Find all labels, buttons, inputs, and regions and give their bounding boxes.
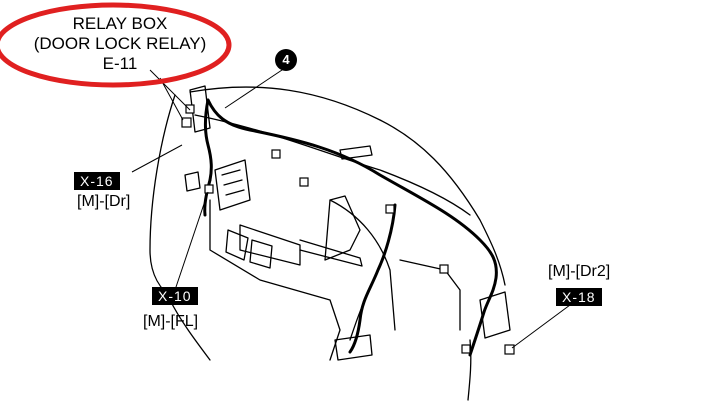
connector-block xyxy=(204,184,214,194)
connector-block xyxy=(504,344,515,355)
left-lower xyxy=(169,299,211,361)
connector-block xyxy=(299,177,309,187)
connector-label-x16: [M]-[Dr] xyxy=(77,193,131,210)
leader-x10 xyxy=(174,191,209,291)
relay-stack xyxy=(189,85,211,133)
connector-block xyxy=(185,104,195,114)
console-outline xyxy=(209,199,341,361)
bottom-plug xyxy=(334,334,373,361)
column-cover xyxy=(239,224,301,266)
connector-label-x10: [M]-[FL] xyxy=(143,313,199,330)
relay-box-line2: (DOOR LOCK RELAY) xyxy=(33,34,207,53)
harness-branch-down xyxy=(348,203,397,354)
dashboard-top-edge xyxy=(189,86,506,286)
leader-relay xyxy=(149,69,191,111)
main-harness xyxy=(206,98,498,357)
dashboard-left-edge xyxy=(149,94,176,301)
leader-x18 xyxy=(511,304,571,349)
connector-tag-x10: X-10 xyxy=(152,287,198,305)
small-module xyxy=(184,171,201,192)
harness-branch-left xyxy=(203,98,213,182)
connector-tag-x16: X-16 xyxy=(74,172,120,190)
leader-callout-4 xyxy=(224,67,286,109)
connector-block xyxy=(439,264,449,274)
connector-block xyxy=(385,204,395,214)
relay-box-line3: E-11 xyxy=(102,54,138,73)
relay-highlight-ring xyxy=(0,2,232,88)
fuse-block-face xyxy=(221,169,245,196)
connector-tag-x18: X-18 xyxy=(556,288,602,306)
lower-panel xyxy=(399,259,461,331)
connector-block xyxy=(461,344,471,354)
glovebox-area xyxy=(324,195,361,261)
relay-box-label: RELAY BOX (DOOR LOCK RELAY) E-11 xyxy=(20,14,220,74)
pedal-left xyxy=(225,229,249,261)
callout-badge: 4 xyxy=(275,49,297,71)
connector-block xyxy=(181,117,192,128)
console-right xyxy=(329,199,396,331)
leader-relay-2 xyxy=(159,77,184,121)
leader-x16 xyxy=(131,144,183,173)
connector-label-x18: [M]-[Dr2] xyxy=(548,263,611,280)
fuse-block xyxy=(214,159,251,211)
pedal-right xyxy=(249,239,273,269)
right-bracket xyxy=(479,291,511,339)
connector-block xyxy=(271,149,281,159)
relay-box-line1: RELAY BOX xyxy=(72,14,168,33)
